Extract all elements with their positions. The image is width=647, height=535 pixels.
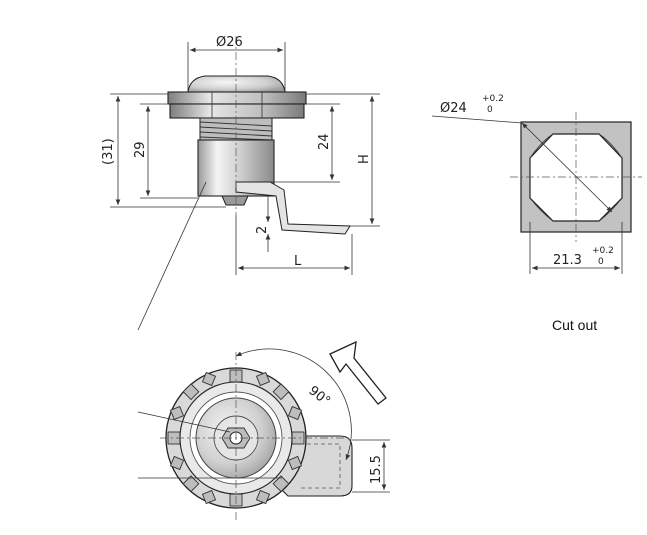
dim-cam-height: H [357,154,372,164]
cam [235,181,351,235]
lock-bottom [221,195,249,206]
side-dimensions: Ø26 (31) 29 24 H 2 L [101,35,380,331]
dim-cam-width: 15.5 [369,455,384,484]
dim-cutout-width-tol-lower: 0 [598,257,604,267]
dim-head-diameter: Ø26 [216,35,243,50]
dim-cam-thickness: 2 [255,226,270,234]
flange-top [167,91,307,105]
bottom-view: 90° 15.5 [137,340,390,520]
dim-cutout-diameter-tol-lower: 0 [487,105,493,115]
dim-rotation-angle: 90° [306,383,333,409]
dim-overall-height: (31) [101,138,116,165]
head-cap [187,75,286,93]
rotation-arrow-icon [329,340,387,405]
dim-cutout-width: 21.3 [553,253,582,268]
flange-bottom [169,103,305,119]
dim-cutout-diameter: Ø24 [440,101,467,116]
dim-cutout-width-tol-upper: +0.2 [592,246,614,256]
cutout-caption: Cut out [552,317,597,333]
dim-cam-length: L [294,254,302,269]
dim-thread-length: 24 [317,133,332,150]
dim-cutout-diameter-tol-upper: +0.2 [482,94,504,104]
dim-body-height: 29 [133,141,148,158]
side-view [167,36,351,235]
cutout-view: Ø24 +0.2 0 21.3 +0.2 0 Cut out [431,94,642,333]
